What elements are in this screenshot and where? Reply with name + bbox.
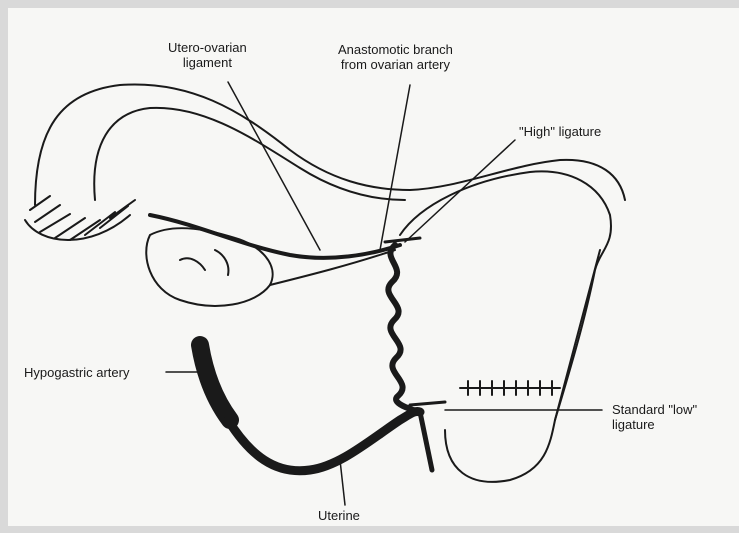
label-high-ligature: "High" ligature bbox=[519, 124, 601, 139]
leader-uterine bbox=[340, 460, 345, 505]
hypogastric-artery bbox=[200, 345, 230, 420]
label-high-ligature-text: "High" ligature bbox=[519, 124, 601, 139]
label-anastomotic-line2: from ovarian artery bbox=[338, 57, 453, 72]
label-anastomotic: Anastomotic branch from ovarian artery bbox=[338, 42, 453, 72]
label-utero-ovarian-line2: ligament bbox=[168, 55, 247, 70]
label-standard-low-line1: Standard "low" bbox=[612, 402, 697, 417]
leader-anastomotic bbox=[380, 85, 410, 250]
high-ligature-mark bbox=[385, 238, 420, 242]
label-anastomotic-line1: Anastomotic branch bbox=[338, 42, 453, 57]
label-utero-ovarian-line1: Utero-ovarian bbox=[168, 40, 247, 55]
fimbriae bbox=[30, 196, 135, 240]
label-standard-low-line2: ligature bbox=[612, 417, 697, 432]
leader-utero-ovarian bbox=[228, 82, 320, 250]
label-uterine: Uterine bbox=[318, 508, 360, 523]
low-ligature-mark bbox=[410, 402, 445, 405]
incision-marks bbox=[460, 381, 560, 395]
fallopian-tube bbox=[35, 84, 625, 205]
label-hypogastric-artery-text: Hypogastric artery bbox=[24, 365, 129, 380]
ovarian-artery bbox=[388, 245, 420, 412]
utero-ovarian-ligament bbox=[150, 215, 400, 258]
label-standard-low: Standard "low" ligature bbox=[612, 402, 697, 432]
ovary bbox=[146, 228, 272, 306]
label-uterine-text: Uterine bbox=[318, 508, 360, 523]
uterine-artery bbox=[228, 411, 420, 470]
leader-high bbox=[405, 140, 515, 242]
label-utero-ovarian: Utero-ovarian ligament bbox=[168, 40, 247, 70]
label-hypogastric-artery: Hypogastric artery bbox=[24, 365, 129, 380]
